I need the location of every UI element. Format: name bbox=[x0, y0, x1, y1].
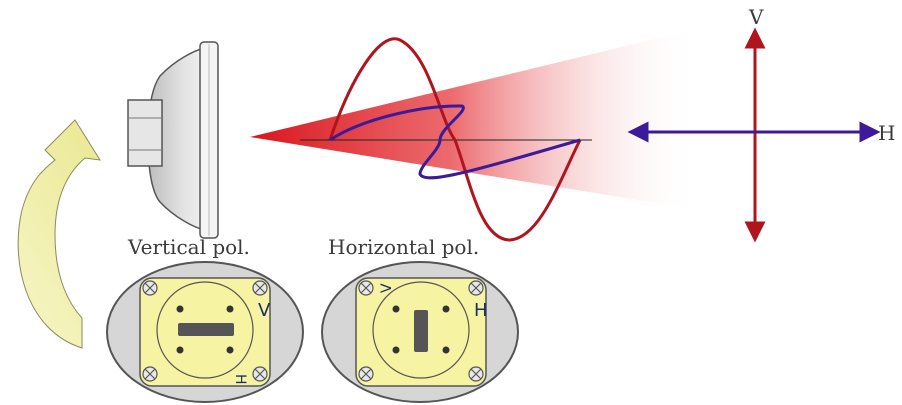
parabolic-dish-antenna-icon bbox=[127, 41, 219, 239]
horizontal-pol-label: Horizontal pol. bbox=[328, 235, 479, 259]
flange-left-mark: V bbox=[258, 300, 271, 321]
screw-icon bbox=[358, 366, 374, 382]
screw-icon bbox=[468, 366, 484, 382]
screw-icon bbox=[252, 366, 268, 382]
screw-icon bbox=[252, 280, 268, 296]
horizontal-pol-flange: H V bbox=[321, 261, 519, 403]
screw-icon bbox=[468, 280, 484, 296]
flange-right-top-mark: V bbox=[379, 283, 395, 293]
axis-h-label: H bbox=[878, 121, 895, 145]
flange-left-bottom-mark: H bbox=[232, 374, 248, 385]
screw-icon bbox=[358, 280, 374, 296]
vertical-pol-flange: V H bbox=[106, 261, 304, 403]
radiation-beam bbox=[250, 28, 700, 210]
vertical-pol-label: Vertical pol. bbox=[127, 235, 250, 259]
axis-v-label: V bbox=[748, 5, 764, 29]
vertical-wave bbox=[328, 37, 582, 242]
flange-right-mark: H bbox=[474, 300, 488, 321]
curved-rotate-arrow-icon bbox=[17, 119, 101, 349]
horizontal-wave bbox=[329, 104, 581, 180]
screw-icon bbox=[142, 366, 158, 382]
screw-icon bbox=[142, 280, 158, 296]
